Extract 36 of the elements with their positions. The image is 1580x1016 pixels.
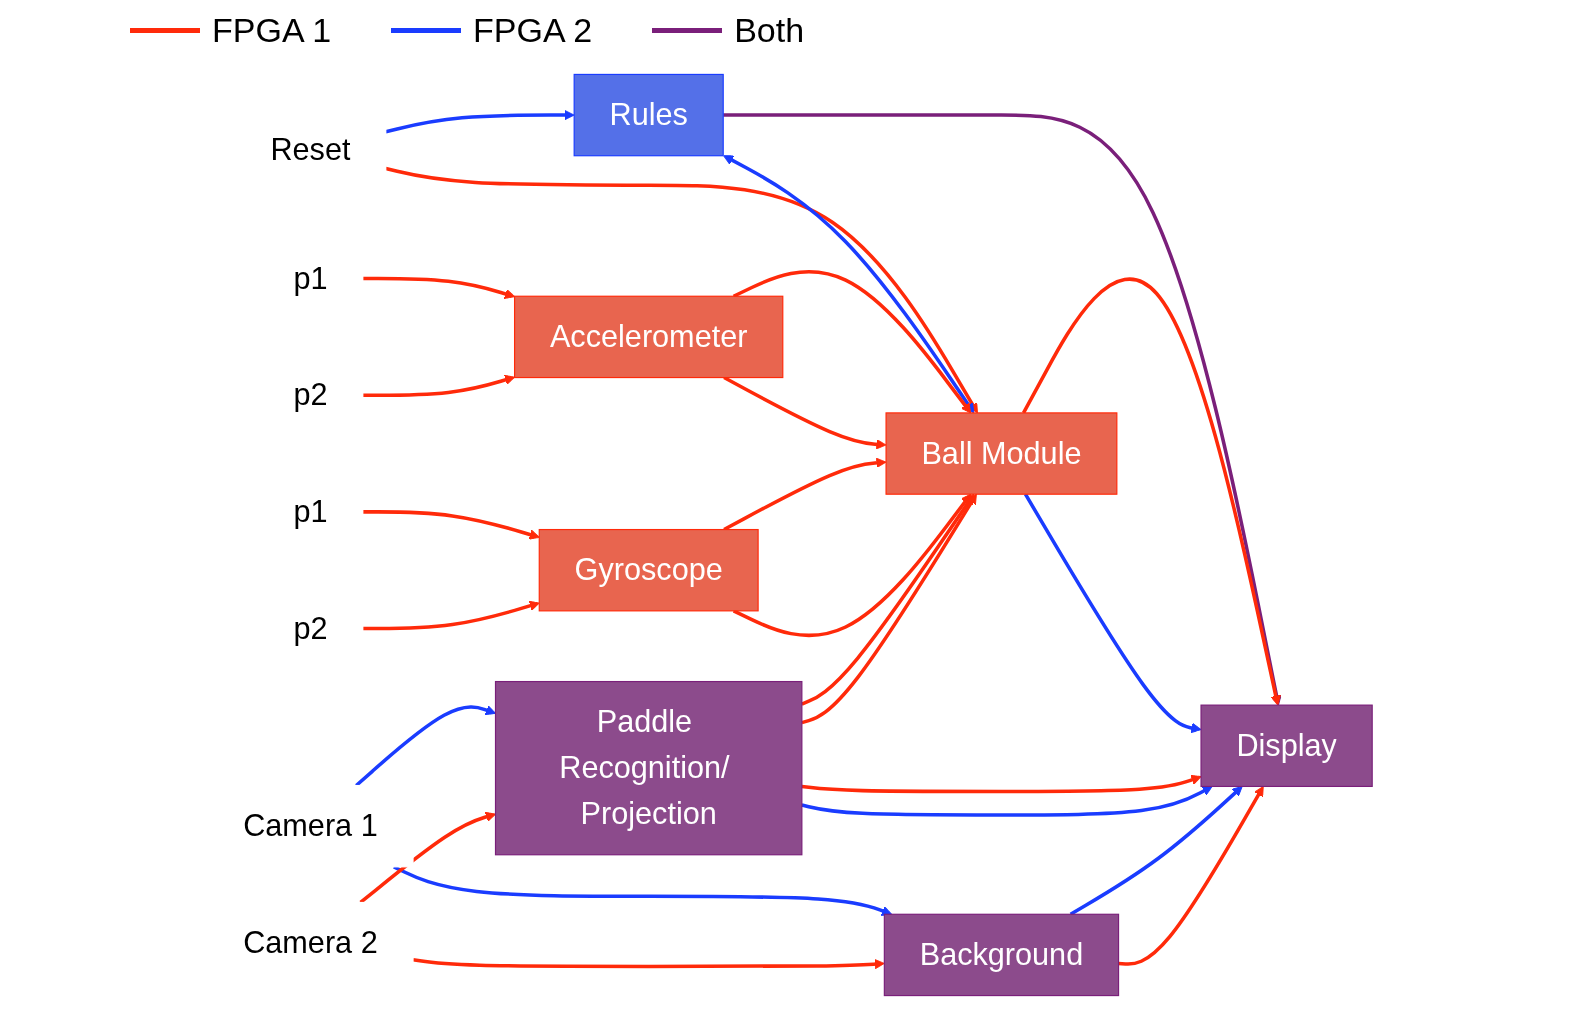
node-text: Camera 2 bbox=[243, 924, 378, 961]
arrow bbox=[732, 493, 972, 638]
arrow bbox=[723, 155, 975, 414]
node-box: Rules bbox=[573, 73, 724, 157]
arrow bbox=[801, 785, 1213, 817]
arrow bbox=[1069, 785, 1243, 916]
arrow bbox=[362, 510, 540, 540]
node-box: Display bbox=[1200, 704, 1373, 787]
arrow bbox=[732, 270, 972, 414]
node-box: Paddle Recognition/ Projection bbox=[494, 680, 803, 856]
arrow bbox=[385, 109, 575, 134]
arrow bbox=[1021, 277, 1281, 706]
legend-label: FPGA 1 bbox=[212, 10, 332, 50]
arrow bbox=[362, 374, 516, 397]
legend-label: FPGA 2 bbox=[473, 10, 593, 50]
arrow bbox=[355, 705, 496, 787]
arrow bbox=[723, 376, 887, 450]
node-box: Ball Module bbox=[885, 412, 1118, 495]
node-text: p2 bbox=[293, 610, 328, 646]
arrow bbox=[801, 774, 1202, 794]
node-text: p2 bbox=[293, 376, 328, 413]
node-box: Gyroscope bbox=[538, 528, 759, 612]
arrow bbox=[359, 811, 496, 904]
node-text: p1 bbox=[293, 260, 328, 296]
node-text: p1 bbox=[293, 493, 328, 529]
node-box: Background bbox=[883, 913, 1120, 997]
legend-label: Both bbox=[734, 10, 805, 50]
arrow bbox=[1118, 785, 1264, 966]
arrow bbox=[723, 113, 1282, 706]
arrow bbox=[385, 166, 978, 414]
arrow bbox=[393, 865, 893, 916]
arrow bbox=[362, 600, 540, 631]
arrow bbox=[1023, 493, 1202, 734]
arrow bbox=[362, 276, 516, 299]
node-box: Accelerometer bbox=[514, 295, 784, 379]
node-text: Reset bbox=[270, 131, 351, 168]
